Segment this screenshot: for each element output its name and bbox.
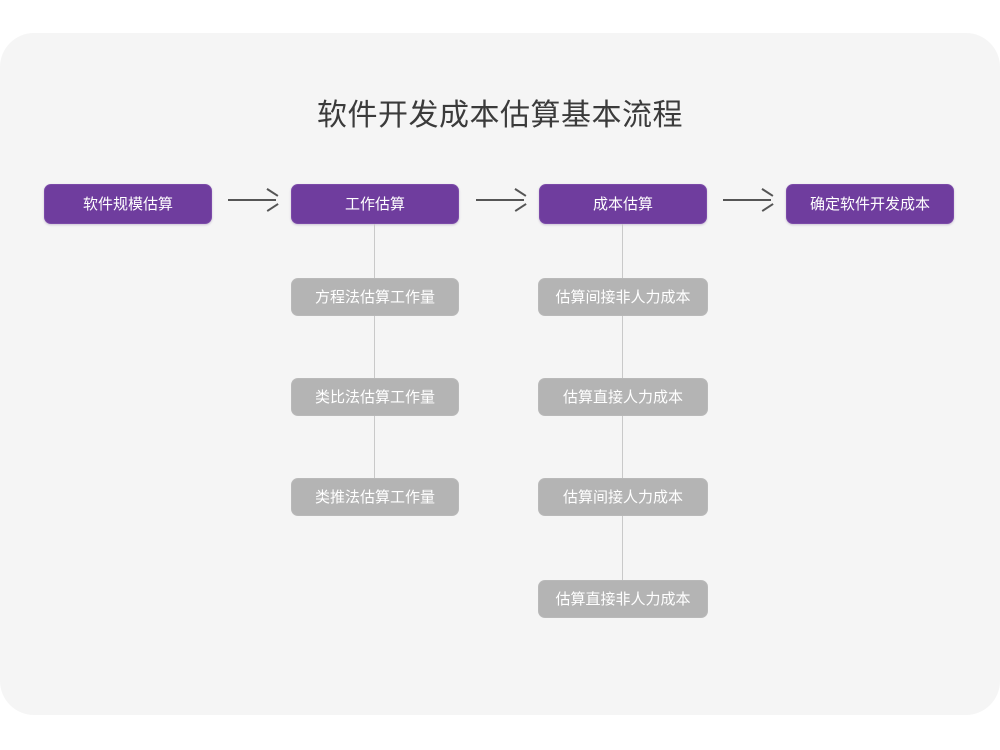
sub-node-indirect-labor-cost[interactable]: 估算间接人力成本 bbox=[538, 478, 708, 516]
sub-node-analogy-method-effort[interactable]: 类比法估算工作量 bbox=[291, 378, 459, 416]
diagram-card bbox=[0, 33, 1000, 715]
arrow-head-icon bbox=[760, 192, 771, 208]
arrow-shaft bbox=[476, 199, 524, 201]
flow-node-final-development-cost[interactable]: 确定软件开发成本 bbox=[786, 184, 954, 224]
arrow-cost-to-final bbox=[723, 189, 771, 211]
sub-node-direct-labor-cost[interactable]: 估算直接人力成本 bbox=[538, 378, 708, 416]
sub-node-equation-method-effort[interactable]: 方程法估算工作量 bbox=[291, 278, 459, 316]
arrow-shaft bbox=[228, 199, 276, 201]
flow-node-software-scale-estimation[interactable]: 软件规模估算 bbox=[44, 184, 212, 224]
sub-node-analogy-inference-method-effort[interactable]: 类推法估算工作量 bbox=[291, 478, 459, 516]
arrow-shaft bbox=[723, 199, 771, 201]
sub-node-indirect-non-labor-cost[interactable]: 估算间接非人力成本 bbox=[538, 278, 708, 316]
branch-spine-effort bbox=[374, 224, 376, 507]
flow-node-cost-estimation[interactable]: 成本估算 bbox=[539, 184, 707, 224]
arrow-effort-to-cost bbox=[476, 189, 524, 211]
arrow-head-icon bbox=[513, 192, 524, 208]
page-title: 软件开发成本估算基本流程 bbox=[317, 99, 683, 132]
branch-spine-cost bbox=[622, 224, 624, 610]
flow-node-effort-estimation[interactable]: 工作估算 bbox=[291, 184, 459, 224]
arrow-scale-to-effort bbox=[228, 189, 276, 211]
sub-node-direct-non-labor-cost[interactable]: 估算直接非人力成本 bbox=[538, 580, 708, 618]
arrow-head-icon bbox=[265, 192, 276, 208]
